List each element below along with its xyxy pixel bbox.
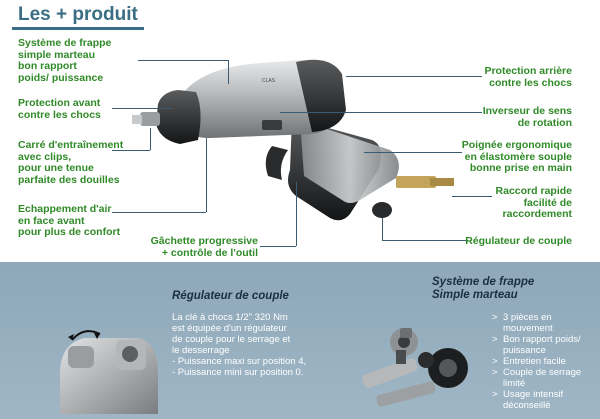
svg-text:CLAS: CLAS	[262, 78, 276, 84]
reverse-switch	[262, 120, 282, 130]
rotation-arrow-icon	[71, 330, 101, 341]
square-drive	[140, 112, 160, 126]
tool-body	[178, 60, 340, 138]
leader-protection-avant	[112, 108, 172, 109]
regulateur-section-title: Régulateur de couple	[172, 290, 289, 302]
label-gachette: Gâchette progressive + contrôle de l'out…	[150, 235, 258, 259]
leader-poignee	[364, 152, 462, 153]
regulator-knob	[372, 202, 392, 218]
air-fitting	[396, 176, 436, 188]
leader-carre-v	[150, 128, 151, 150]
label-poignee: Poignée ergonomique en élastomère souple…	[461, 139, 572, 174]
leader-frappe-v	[228, 60, 229, 84]
page-title: Les + produit	[18, 4, 138, 25]
label-frappe: Système de frappe simple marteau bon rap…	[18, 37, 112, 84]
list-item: >Bon rapport poids/ puissance	[492, 334, 581, 356]
leader-echappement-v	[206, 138, 207, 212]
label-inverseur: Inverseur de sens de rotation	[482, 105, 572, 129]
regulateur-section-text: La clé à chocs 1/2" 320 Nm est équipée d…	[172, 312, 307, 378]
label-echappement: Echappement d'air en face avant pour plu…	[18, 203, 121, 238]
label-regulateur: Régulateur de couple	[465, 235, 572, 247]
label-carre: Carré d'entraînement avec clips, pour un…	[18, 139, 124, 186]
bottom-panel: Régulateur de couple La clé à chocs 1/2"…	[0, 262, 600, 419]
regulator-photo	[60, 330, 158, 414]
leader-regulateur-v	[382, 218, 383, 240]
trigger	[265, 146, 288, 180]
list-item: >3 pièces en mouvement	[492, 312, 553, 334]
list-item: >Entretien facile	[492, 356, 566, 367]
list-item: >Usage intensif déconseillé	[492, 389, 564, 411]
hammer-parts-photo	[362, 328, 468, 407]
handle-body	[300, 120, 399, 203]
title-underline	[12, 27, 144, 30]
leader-gachette	[260, 246, 296, 247]
frappe-bullets: >3 pièces en mouvement >Bon rapport poid…	[492, 312, 596, 411]
front-boot	[156, 90, 201, 144]
leader-gachette-v	[296, 182, 297, 246]
leader-regulateur	[382, 240, 468, 241]
leader-protection-arriere	[346, 76, 482, 77]
leader-inverseur	[280, 112, 482, 113]
label-raccord: Raccord rapide facilité de raccordement	[495, 185, 572, 220]
leader-echappement	[112, 212, 206, 213]
leader-frappe	[138, 60, 228, 61]
frappe-section-title: Système de frappe Simple marteau	[432, 276, 535, 301]
leader-carre	[112, 150, 150, 151]
label-protection-arriere: Protection arrière contre les chocs	[484, 65, 572, 89]
impact-wrench-illustration: CLAS	[132, 59, 454, 221]
label-protection-avant: Protection avant contre les chocs	[18, 97, 101, 121]
leader-raccord	[452, 196, 492, 197]
rear-cap	[296, 59, 346, 132]
list-item: >Couple de serrage limité	[492, 367, 582, 389]
